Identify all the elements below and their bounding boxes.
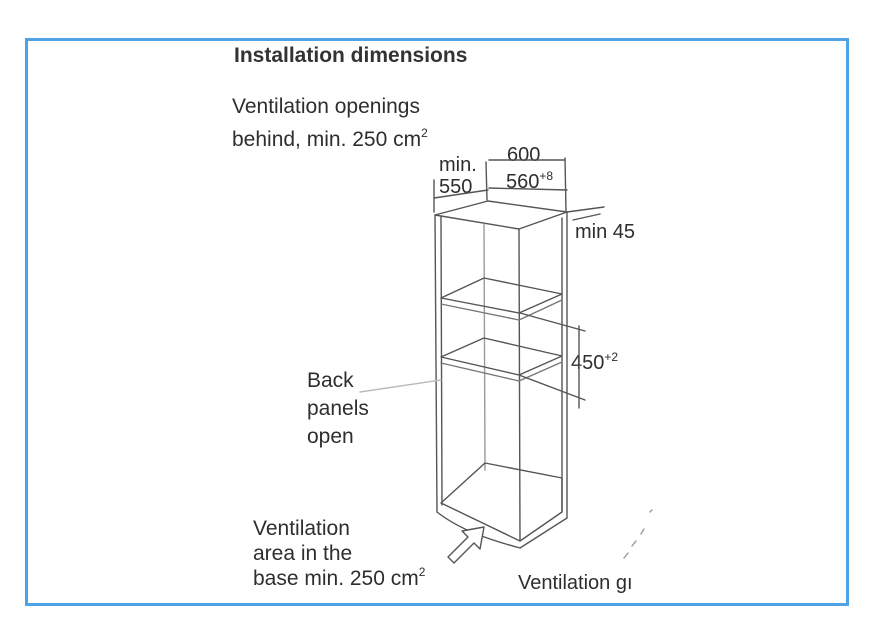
cabinet-front-right-edge xyxy=(518,228,521,542)
cabinet-left-front-edge-inner xyxy=(440,216,443,506)
cabinet-top xyxy=(434,200,568,230)
ventilation-base-text: base min. 250 cm xyxy=(253,567,419,590)
back-panels-line2: panels xyxy=(307,397,369,420)
back-panels-line1: Back xyxy=(307,369,354,392)
shelf-gap-tolerance: +2 xyxy=(604,350,619,364)
back-panels-line3: open xyxy=(307,425,354,448)
width-outer-dimension-line xyxy=(488,157,567,213)
cabinet-base xyxy=(440,462,563,542)
ventilation-behind-sup: 2 xyxy=(421,126,428,140)
cabinet-left-front-edge xyxy=(434,214,438,513)
ventilation-base-line1: Ventilation xyxy=(253,517,350,540)
ventilation-behind-line1: Ventilation openings xyxy=(232,95,420,118)
width-inner-dimension-line xyxy=(488,187,568,191)
depth-min-label: min. xyxy=(439,154,477,176)
cabinet-inner-back-edge xyxy=(483,223,486,471)
diagram-frame xyxy=(25,38,849,606)
ventilation-grille-marks xyxy=(623,509,653,559)
ventilation-base-sup: 2 xyxy=(418,565,426,579)
ventilation-grille-label: Ventilation gı xyxy=(518,572,633,594)
back-panels-leader xyxy=(359,379,442,393)
ventilation-behind-text: behind, min. 250 cm xyxy=(232,128,422,151)
ventilation-behind-line2: behind, min. 250 cm2 xyxy=(232,126,428,151)
width-inner-tolerance: +8 xyxy=(539,169,554,183)
ventilation-base-line2: area in the xyxy=(253,542,353,565)
top-gap-value: min 45 xyxy=(575,221,636,243)
top-gap-marker xyxy=(566,206,605,221)
width-inner: 560+8 xyxy=(506,169,554,193)
width-inner-value: 560 xyxy=(506,171,540,193)
shelf-upper xyxy=(440,277,563,314)
diagram-title: Installation dimensions xyxy=(234,44,468,67)
shelf-lower xyxy=(440,337,563,376)
depth-dimension-line xyxy=(433,179,489,213)
shelf-gap-dimension-line xyxy=(518,312,586,409)
ventilation-base-line3: base min. 250 cm2 xyxy=(253,565,426,590)
depth-value: 550 xyxy=(439,176,473,198)
airflow-arrow-icon xyxy=(447,526,485,564)
